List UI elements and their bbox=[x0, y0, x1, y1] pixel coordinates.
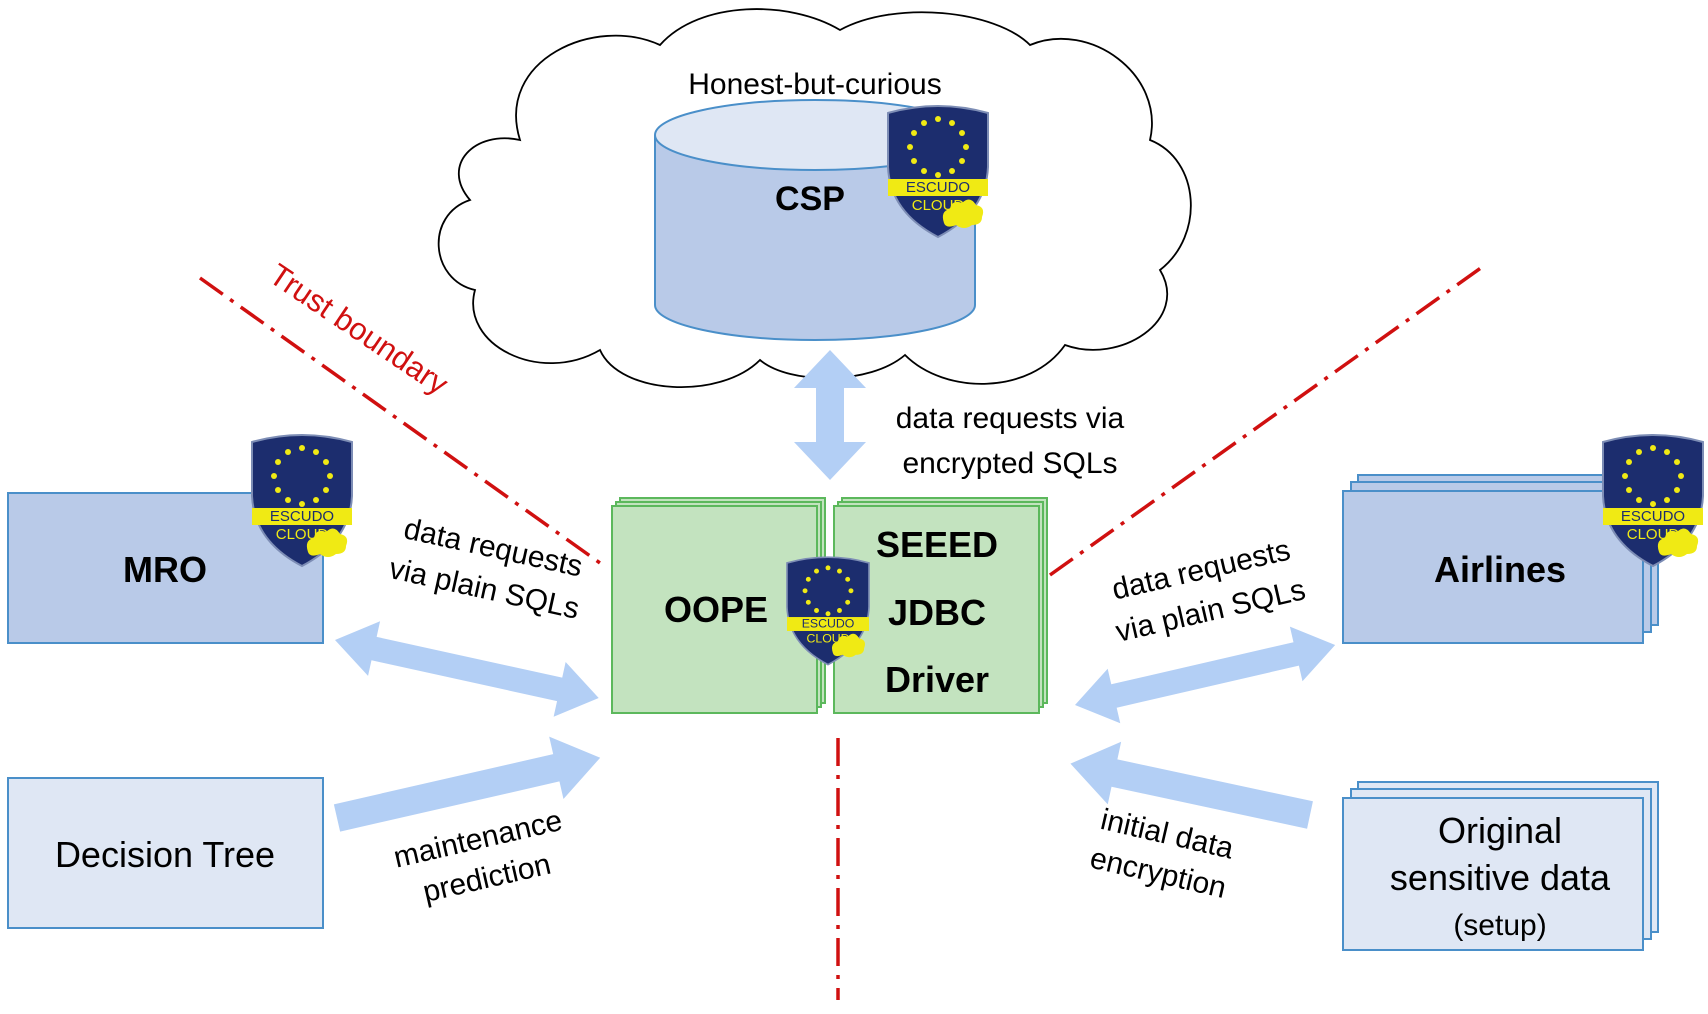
escudo-cloud-shield-icon-mro: ESCUDO CLOUD bbox=[251, 434, 353, 567]
svg-text:CLOUD: CLOUD bbox=[912, 197, 965, 214]
airlines-box-stack bbox=[1342, 474, 1659, 644]
data-driver-label: initial data encryption bbox=[1087, 803, 1237, 905]
svg-text:CLOUD: CLOUD bbox=[276, 526, 329, 543]
svg-text:CLOUD: CLOUD bbox=[806, 631, 849, 645]
airlines-label: Airlines bbox=[1434, 549, 1566, 590]
oope-label: OOPE bbox=[664, 589, 768, 630]
csp-driver-label-line1: data requests via bbox=[896, 402, 1125, 435]
trust-boundary-label: Trust boundary bbox=[263, 257, 455, 402]
decision-tree-label: Decision Tree bbox=[55, 834, 275, 875]
tree-driver-label: maintenance prediction bbox=[391, 804, 566, 909]
csp-driver-label-line2: encrypted SQLs bbox=[902, 447, 1117, 480]
escudo-cloud-shield-icon-center: ESCUDO CLOUD bbox=[786, 556, 870, 666]
airlines-driver-label: data requests via plain SQLs bbox=[1109, 534, 1309, 649]
decision-tree-box bbox=[7, 777, 324, 929]
trust-boundary-lines bbox=[198, 263, 1487, 1000]
driver-box-stack bbox=[833, 497, 1048, 714]
data-driver-arrow bbox=[1070, 741, 1313, 829]
escudo-cloud-shield-icon-csp: ESCUDO CLOUD bbox=[887, 105, 989, 238]
airlines-driver-double-arrow bbox=[1075, 626, 1336, 724]
driver-label-line1: SEEED bbox=[876, 524, 998, 565]
original-data-label-line3: (setup) bbox=[1453, 909, 1546, 942]
svg-text:ESCUDO: ESCUDO bbox=[1621, 508, 1685, 525]
driver-label-line3: Driver bbox=[885, 659, 989, 700]
svg-text:CLOUD: CLOUD bbox=[1627, 526, 1680, 543]
svg-text:ESCUDO: ESCUDO bbox=[802, 617, 855, 631]
csp-driver-double-arrow bbox=[794, 350, 866, 480]
csp-label: CSP bbox=[775, 180, 845, 218]
escudo-cloud-shield-icon-airlines: ESCUDO CLOUD bbox=[1602, 434, 1704, 567]
cloud-label: Honest-but-curious bbox=[688, 68, 941, 101]
tree-driver-arrow bbox=[333, 736, 601, 832]
mro-label: MRO bbox=[123, 549, 207, 590]
mro-driver-double-arrow bbox=[335, 621, 599, 717]
svg-text:ESCUDO: ESCUDO bbox=[270, 508, 334, 525]
original-data-box-stack bbox=[1342, 781, 1659, 951]
original-data-label-line2: sensitive data bbox=[1390, 857, 1611, 898]
mro-driver-label: data requests via plain SQLs bbox=[386, 512, 585, 626]
original-data-label-line1: Original bbox=[1438, 810, 1562, 851]
svg-text:ESCUDO: ESCUDO bbox=[906, 179, 970, 196]
driver-label-line2: JDBC bbox=[888, 592, 986, 633]
